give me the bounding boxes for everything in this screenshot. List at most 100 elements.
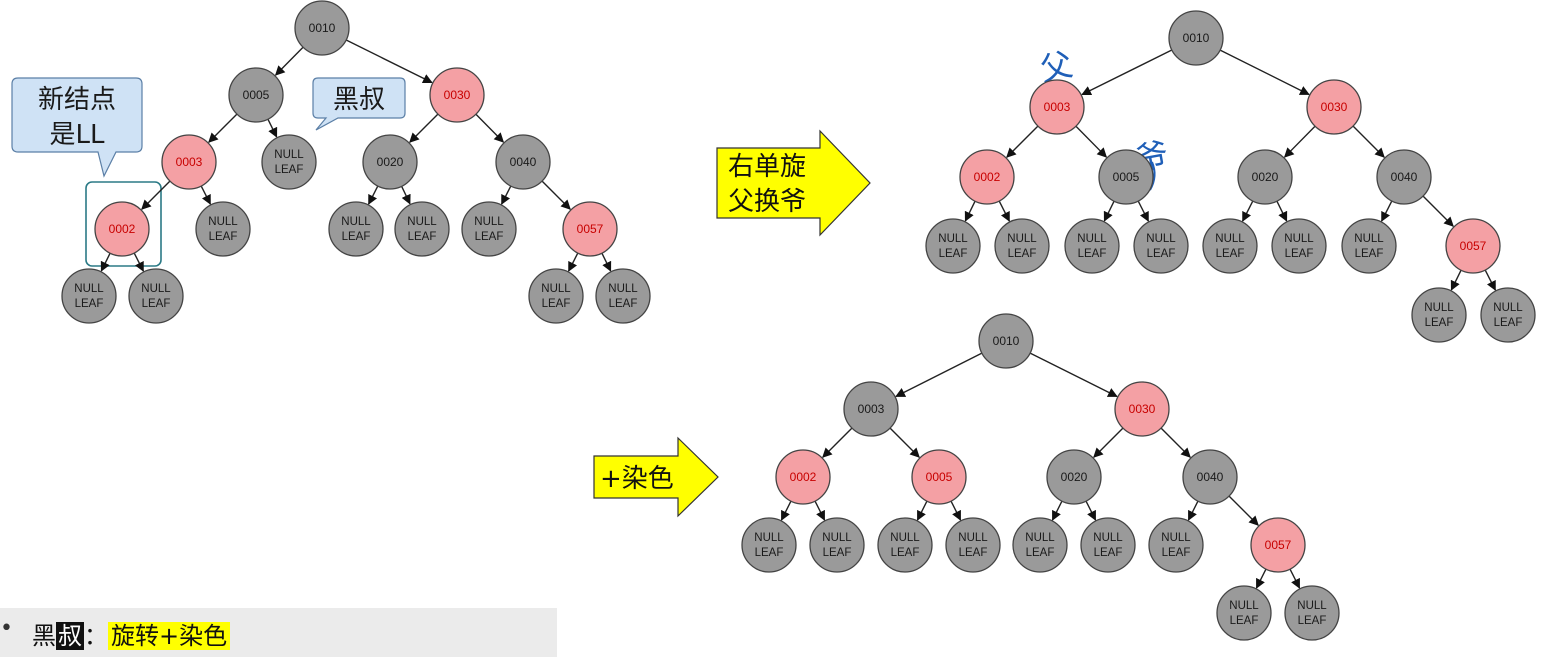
callout-new-node-line1: 新结点 xyxy=(38,85,116,115)
tree-rotated-Li-label-bottom: LEAF xyxy=(1494,317,1523,329)
tree-rotated-Lg-label-bottom: LEAF xyxy=(1355,248,1384,260)
tree-recolored-node-0003: 0003 xyxy=(843,381,899,437)
tree-rotated-Le-label-top: NULL xyxy=(1215,233,1245,245)
rotate-arrow: 右单旋 父换爷 xyxy=(716,129,871,237)
recolor-arrow: +染色 xyxy=(593,436,719,518)
tree-rotated-node-0057: 0057 xyxy=(1445,218,1501,274)
tree-before-L05-label-top: NULL xyxy=(274,149,304,161)
tree-rotated-node-0003: 0003 xyxy=(1029,79,1085,135)
tree-rotated-node-0002: 0002 xyxy=(959,149,1015,205)
tree-before-L57a-label-top: NULL xyxy=(541,283,571,295)
bottom-note-prefix: 黑 xyxy=(32,622,56,650)
tree-recolored-node-0057: 0057 xyxy=(1250,517,1306,573)
tree-rotated-Ld-label-bottom: LEAF xyxy=(1147,248,1176,260)
tree-recolored-node-0030-label: 0030 xyxy=(1129,402,1156,416)
tree-recolored-node-0005-label: 0005 xyxy=(926,470,953,484)
bottom-note: 黑叔：旋转+染色 xyxy=(32,616,231,651)
tree-recolored-Le: NULL LEAF xyxy=(1012,517,1068,573)
bottom-note-colon: ： xyxy=(84,622,108,650)
tree-rotated-node-0030: 0030 xyxy=(1306,79,1362,135)
rotate-arrow-line2: 父换爷 xyxy=(728,187,806,217)
tree-rotated-node-0057-label: 0057 xyxy=(1460,239,1487,253)
tree-before-L57a-label-bottom: LEAF xyxy=(542,298,571,310)
tree-rotated-Lf-label-top: NULL xyxy=(1284,233,1314,245)
tree-rotated-node-0020-label: 0020 xyxy=(1252,170,1279,184)
tree-recolored-Le-label-bottom: LEAF xyxy=(1026,547,1055,559)
tree-rotated-Lb-label-bottom: LEAF xyxy=(1008,248,1037,260)
tree-rotated-node-0010-label: 0010 xyxy=(1183,31,1210,45)
tree-rotated-La-label-top: NULL xyxy=(938,233,968,245)
tree-recolored-node-0020: 0020 xyxy=(1046,449,1102,505)
tree-rotated-node-0010: 0010 xyxy=(1168,10,1224,66)
tree-rotated-Le-label-bottom: LEAF xyxy=(1216,248,1245,260)
tree-before-node-0010: 0010 xyxy=(294,0,350,56)
tree-rotated-La: NULL LEAF xyxy=(925,218,981,274)
tree-rotated-Lh-label-top: NULL xyxy=(1424,302,1454,314)
tree-before-L40-label-bottom: LEAF xyxy=(475,231,504,243)
tree-before-L57b-label-bottom: LEAF xyxy=(609,298,638,310)
tree-before-L02b-label-top: NULL xyxy=(141,283,171,295)
tree-recolored-node-0020-label: 0020 xyxy=(1061,470,1088,484)
tree-before-node-0040-label: 0040 xyxy=(510,155,537,169)
tree-rotated-Li-label-top: NULL xyxy=(1493,302,1523,314)
tree-before-L20b-label-bottom: LEAF xyxy=(408,231,437,243)
tree-recolored-node-0010: 0010 xyxy=(978,313,1034,369)
tree-before-L05-label-bottom: LEAF xyxy=(275,164,304,176)
tree-recolored-Lh-label-bottom: LEAF xyxy=(1230,615,1259,627)
tree-recolored-Ld-label-top: NULL xyxy=(958,532,988,544)
tree-before-node-0002-label: 0002 xyxy=(109,222,136,236)
tree-before-L02a-label-top: NULL xyxy=(74,283,104,295)
tree-rotated-Lf: NULL LEAF xyxy=(1271,218,1327,274)
tree-recolored-node-0040-label: 0040 xyxy=(1197,470,1224,484)
tree-recolored-Lc-label-top: NULL xyxy=(890,532,920,544)
tree-before-node-0030: 0030 xyxy=(429,67,485,123)
recolor-arrow-label: +染色 xyxy=(600,464,674,494)
bottom-note-inverted: 叔 xyxy=(56,622,84,650)
tree-rotated-node-0040-label: 0040 xyxy=(1391,170,1418,184)
tree-before-node-0005: 0005 xyxy=(228,67,284,123)
tree-recolored-Le-label-top: NULL xyxy=(1025,532,1055,544)
tree-rotated-node-0030-label: 0030 xyxy=(1321,100,1348,114)
tree-rotated-node-0003-label: 0003 xyxy=(1044,100,1071,114)
tree-recolored: 0010 0003 0030 0002 0005 0020 0040 0057 NULL LEAF… xyxy=(741,313,1340,641)
tree-recolored-Lf-label-bottom: LEAF xyxy=(1094,547,1123,559)
tree-rotated-node-0005: 0005 xyxy=(1098,149,1154,205)
tree-rotated-Lh-label-bottom: LEAF xyxy=(1425,317,1454,329)
callout-new-node: 新结点 是LL xyxy=(11,77,143,178)
tree-rotated-Lh: NULL LEAF xyxy=(1411,287,1467,343)
tree-rotated-Lf-label-bottom: LEAF xyxy=(1285,248,1314,260)
tree-recolored-node-0005: 0005 xyxy=(911,449,967,505)
tree-recolored-Li-label-bottom: LEAF xyxy=(1298,615,1327,627)
tree-rotated-Li: NULL LEAF xyxy=(1480,287,1536,343)
tree-before-L20a-label-bottom: LEAF xyxy=(342,231,371,243)
tree-before-node-0005-label: 0005 xyxy=(243,88,270,102)
tree-recolored-Lg-label-top: NULL xyxy=(1161,532,1191,544)
tree-before-node-0010-label: 0010 xyxy=(309,21,336,35)
tree-rotated-La-label-bottom: LEAF xyxy=(939,248,968,260)
tree-before-node-0020-label: 0020 xyxy=(377,155,404,169)
tree-recolored-node-0002-label: 0002 xyxy=(790,470,817,484)
tree-rotated-Lb-label-top: NULL xyxy=(1007,233,1037,245)
tree-rotated-node-0020: 0020 xyxy=(1237,149,1293,205)
tree-recolored-node-0030: 0030 xyxy=(1114,381,1170,437)
tree-rotated-Le: NULL LEAF xyxy=(1202,218,1258,274)
tree-before-node-0003-label: 0003 xyxy=(176,155,203,169)
tree-rotated-node-0005-label: 0005 xyxy=(1113,170,1140,184)
